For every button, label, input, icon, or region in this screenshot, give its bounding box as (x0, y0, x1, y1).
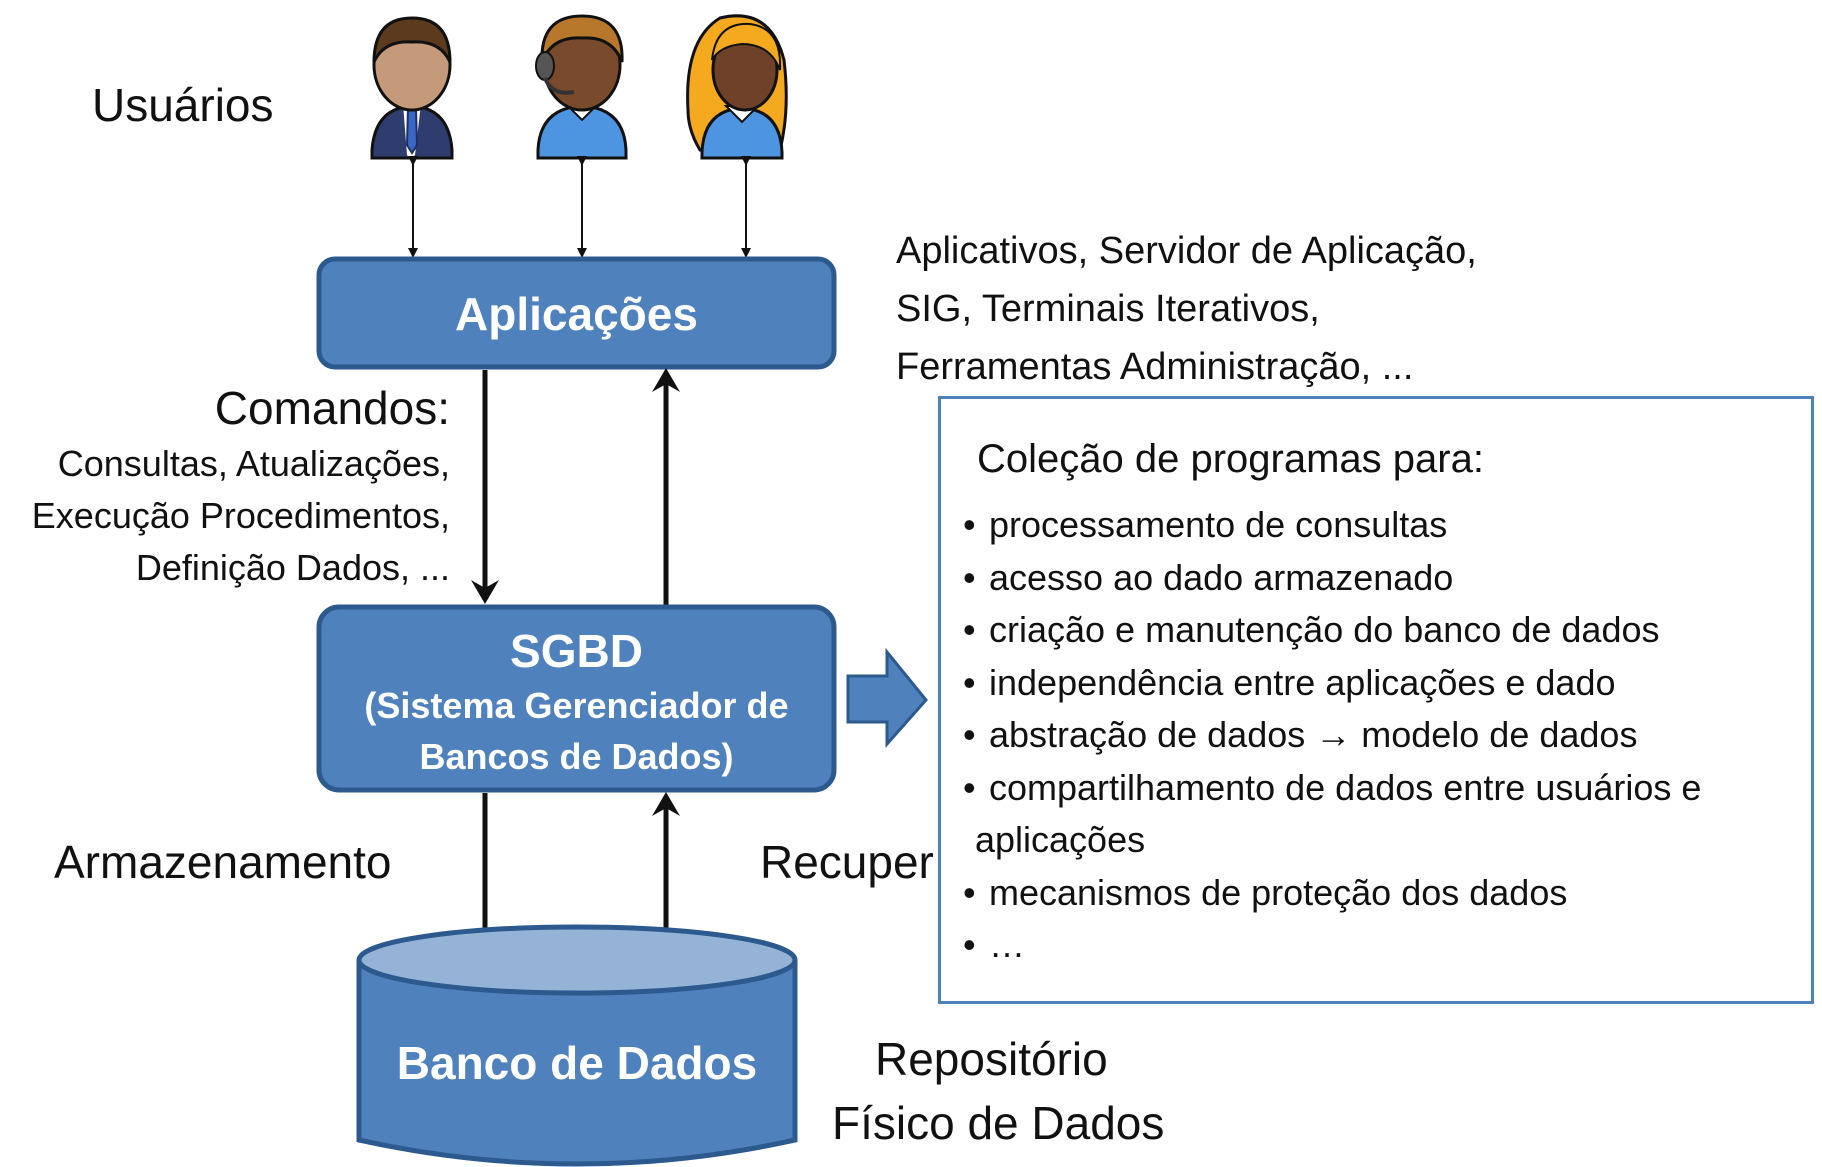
bullet-icon: • (963, 714, 976, 755)
apps-desc-line-2: SIG, Terminais Iterativos, (896, 288, 1320, 330)
programs-info-box: Coleção de programas para: • processament… (938, 396, 1814, 1004)
sgbd-title: SGBD (510, 625, 643, 677)
storage-label: Armazenamento (54, 836, 392, 888)
commands-line-1: Consultas, Atualizações, (57, 443, 450, 484)
list-item: • abstração de dados → modelo de dados (963, 709, 1701, 762)
list-item-text: criação e manutenção do banco de dados (989, 609, 1660, 650)
commands-line-2: Execução Procedimentos, (31, 495, 450, 536)
applications-title: Aplicações (455, 288, 698, 340)
sgbd-subtitle-1: (Sistema Gerenciador de (364, 685, 789, 726)
list-item-text: … (989, 924, 1025, 965)
list-item-text: aplicações (975, 819, 1146, 860)
user-businessman-icon (370, 16, 454, 160)
list-item-text: abstração de dados → modelo de dados (989, 714, 1638, 755)
retrieval-label: Recuper (760, 836, 934, 888)
list-item: • compartilhamento de dados entre usuário… (963, 762, 1701, 815)
database-title: Banco de Dados (396, 1037, 758, 1089)
user-support-headset-icon (535, 14, 628, 160)
programs-list: • processamento de consultas • acesso ao d… (963, 499, 1701, 972)
list-item-text: independência entre aplicações e dado (989, 661, 1616, 703)
list-item: • independência entre aplicações e dado (963, 657, 1701, 710)
sgbd-subtitle-2: Bancos de Dados) (419, 736, 734, 777)
bullet-icon: • (963, 766, 976, 808)
users-label: Usuários (92, 79, 274, 131)
bullet-icon: • (963, 609, 976, 650)
bullet-icon: • (963, 556, 976, 598)
list-item: • criação e manutenção do banco de dados (963, 604, 1701, 657)
database-cylinder (356, 924, 798, 1167)
bullet-icon: • (963, 504, 976, 545)
apps-desc-line-1: Aplicativos, Servidor de Aplicação, (896, 230, 1477, 272)
programs-heading: Coleção de programas para: (977, 437, 1484, 481)
repository-line-2: Físico de Dados (832, 1097, 1165, 1149)
bullet-icon: • (963, 661, 976, 703)
list-item: • mecanismos de proteção dos dados (963, 867, 1701, 920)
list-item: • acesso ao dado armazenado (963, 552, 1701, 605)
user-woman-icon (686, 14, 788, 160)
list-item-text: mecanismos de proteção dos dados (989, 871, 1568, 913)
sgbd-to-programs-arrow (846, 647, 928, 748)
commands-title: Comandos: (214, 382, 450, 434)
commands-line-3: Definição Dados, ... (135, 547, 450, 588)
bullet-icon: • (963, 924, 976, 965)
repository-line-1: Repositório (875, 1033, 1108, 1085)
sgbd-box (316, 604, 837, 793)
bullet-icon: • (963, 871, 976, 913)
list-item: • processamento de consultas (963, 499, 1701, 552)
list-item-text: acesso ao dado armazenado (989, 556, 1454, 598)
applications-box (316, 256, 837, 370)
list-item-continuation: aplicações (963, 814, 1701, 867)
list-item-text: compartilhamento de dados entre usuários… (989, 766, 1702, 808)
list-item-text: processamento de consultas (989, 504, 1448, 545)
apps-desc-line-3: Ferramentas Administração, ... (896, 346, 1414, 388)
list-item: •… (963, 919, 1701, 972)
